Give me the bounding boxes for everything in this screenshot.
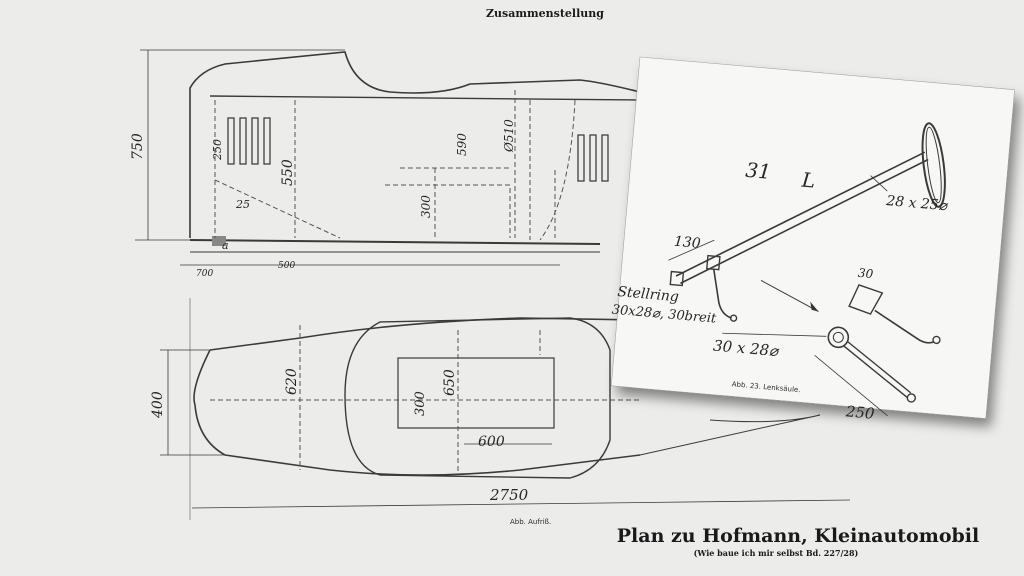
dim-750: 750 bbox=[130, 133, 146, 160]
inset-part-letter: L bbox=[800, 168, 816, 193]
steering-column-drawing bbox=[668, 122, 946, 417]
dim-510: Ø510 bbox=[502, 119, 516, 153]
dim-550: 550 bbox=[280, 159, 296, 186]
dim-620: 620 bbox=[284, 368, 300, 395]
dim-650: 650 bbox=[442, 369, 458, 396]
dim-590: 590 bbox=[455, 133, 469, 156]
dim-300-side: 300 bbox=[419, 195, 433, 218]
side-elevation-dimensions: 750 250 550 25 590 Ø510 300 a 700 500 bbox=[130, 119, 516, 279]
sheet-title: Plan zu Hofmann, Kleinautomobil bbox=[617, 525, 979, 547]
inset-stellring: Stellring bbox=[617, 284, 680, 305]
dim-25: 25 bbox=[235, 198, 250, 211]
dim-300-plan: 300 bbox=[413, 391, 428, 416]
dim-700: 700 bbox=[196, 269, 213, 279]
inset-dim-30: 30 bbox=[857, 266, 874, 281]
label-a: a bbox=[222, 239, 229, 252]
inset-dim-28x25: 28 x 25⌀ bbox=[885, 193, 950, 214]
inset-labels: 31 L 130 28 x 25⌀ Stellring 30x28⌀, 30br… bbox=[611, 158, 950, 423]
side-elevation bbox=[135, 49, 641, 266]
inset-dim-250: 250 bbox=[844, 402, 876, 423]
dim-250: 250 bbox=[211, 139, 224, 161]
sheet-header: Zusammenstellung bbox=[486, 7, 604, 20]
dim-400: 400 bbox=[150, 391, 166, 419]
dim-500: 500 bbox=[278, 261, 295, 271]
dim-600: 600 bbox=[478, 434, 505, 450]
inset-dim-130: 130 bbox=[673, 234, 701, 252]
inset-number: 31 bbox=[745, 158, 772, 184]
inset-dim-30x28: 30 x 28⌀ bbox=[712, 337, 780, 361]
plan-view bbox=[160, 298, 851, 520]
sheet-subtitle: (Wie baue ich mir selbst Bd. 227/28) bbox=[694, 548, 859, 558]
dim-2750: 2750 bbox=[489, 486, 529, 504]
sheet-caption-bottom: Abb. Aufriß. bbox=[510, 518, 551, 526]
plan-view-dimensions: 400 620 650 300 600 2750 bbox=[150, 368, 529, 504]
inset-card: 31 L 130 28 x 25⌀ Stellring 30x28⌀, 30br… bbox=[610, 56, 1015, 423]
